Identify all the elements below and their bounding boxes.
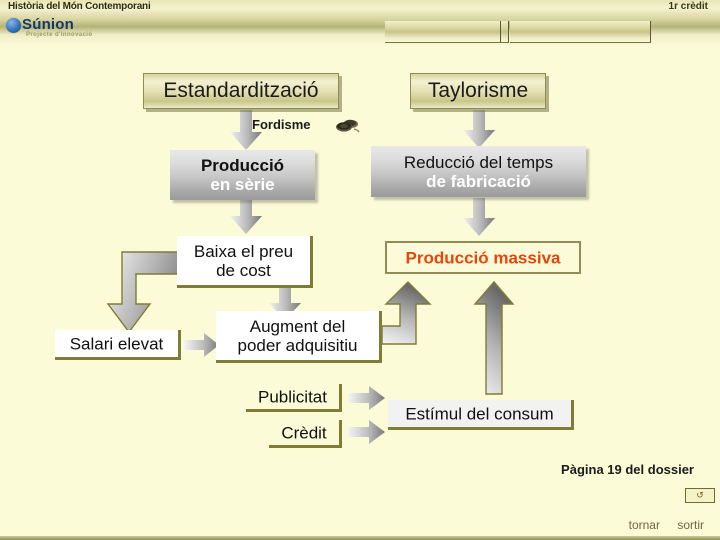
- node-produccio-line2: en sèrie: [210, 175, 275, 194]
- node-publicitat-label: Publicitat: [258, 386, 327, 406]
- node-publicitat[interactable]: Publicitat: [246, 384, 342, 412]
- back-link[interactable]: tornar: [628, 518, 660, 532]
- exit-link[interactable]: sortir: [677, 518, 704, 532]
- header-credit-label: 1r crèdit: [668, 1, 708, 12]
- node-augment-line2: poder adquisitiu: [237, 335, 358, 355]
- node-produccio-en-serie[interactable]: Producció en sèrie: [170, 150, 315, 200]
- node-baixa-preu-cost[interactable]: Baixa el preu de cost: [177, 236, 313, 288]
- node-reduccio-temps[interactable]: Reducció del temps de fabricació: [371, 146, 586, 197]
- arrow-reduccio-to-produccio-massiva: [462, 198, 496, 236]
- node-estimul-consum-label: Estímul del consum: [405, 403, 554, 423]
- arrow-produccio-to-baixa-preu: [229, 198, 263, 234]
- node-reduccio-line1: Reducció del temps: [403, 152, 554, 172]
- refresh-arrow-icon: ↺: [696, 490, 704, 500]
- node-baixa-preu-line1: Baixa el preu: [193, 241, 294, 261]
- app-header: Història del Món Contemporani 1r crèdit …: [0, 0, 720, 46]
- node-salari-elevat[interactable]: Salari elevat: [55, 330, 181, 360]
- header-bar-right: [510, 21, 651, 43]
- footer-nav: tornar sortir: [615, 518, 704, 532]
- arrow-credit-to-estimul: [348, 419, 386, 445]
- header-bar-divider: [501, 21, 509, 43]
- arrow-salari-to-augment: [184, 332, 220, 358]
- node-reduccio-line2: de fabricació: [426, 171, 531, 191]
- sunion-globe-icon: [6, 18, 21, 33]
- arrow-estandarditzacio-to-produccio: [229, 110, 263, 150]
- footer-rule: [0, 536, 720, 540]
- header-bar-left: [385, 21, 501, 43]
- arrow-estimul-to-produccio-massiva: [473, 280, 515, 395]
- node-augment-poder-adquisitiu[interactable]: Augment del poder adquisitiu: [216, 311, 382, 363]
- refresh-button[interactable]: ↺: [685, 488, 715, 503]
- node-taylorisme[interactable]: Taylorisme: [410, 73, 546, 109]
- node-produccio-line1: Producció: [200, 155, 285, 175]
- logo-name: Súnion: [22, 16, 75, 33]
- arrow-baixa-preu-to-salari-elevat: [106, 251, 199, 336]
- logo-subtitle: Projecte d'Innovació: [26, 32, 93, 38]
- node-salari-elevat-label: Salari elevat: [69, 333, 164, 353]
- arrow-augment-to-produccio-massiva: [381, 281, 452, 360]
- node-produccio-massiva[interactable]: Producció massiva: [385, 241, 581, 274]
- arrow-publicitat-to-estimul: [348, 385, 386, 411]
- node-credit-label: Crèdit: [281, 422, 327, 442]
- header-title: Història del Món Contemporani: [8, 1, 151, 12]
- node-estandarditzacio-label: Estandardització: [163, 79, 319, 103]
- arrow-baixa-preu-to-augment: [268, 288, 302, 320]
- page-note: Pàgina 19 del dossier: [561, 462, 694, 477]
- node-estandarditzacio[interactable]: Estandardització: [143, 73, 339, 109]
- node-estimul-consum[interactable]: Estímul del consum: [388, 400, 574, 430]
- node-baixa-preu-line2: de cost: [216, 260, 271, 280]
- coins-stack-icon: [335, 118, 361, 134]
- sunion-logo: Súnion Projecte d'Innovació: [4, 16, 154, 42]
- arrow-taylorisme-to-reduccio: [462, 110, 496, 148]
- node-credit[interactable]: Crèdit: [269, 420, 342, 448]
- fordisme-label: Fordisme: [252, 117, 311, 132]
- node-taylorisme-label: Taylorisme: [427, 79, 529, 103]
- node-produccio-massiva-label: Producció massiva: [405, 247, 561, 267]
- node-augment-line1: Augment del: [249, 316, 346, 336]
